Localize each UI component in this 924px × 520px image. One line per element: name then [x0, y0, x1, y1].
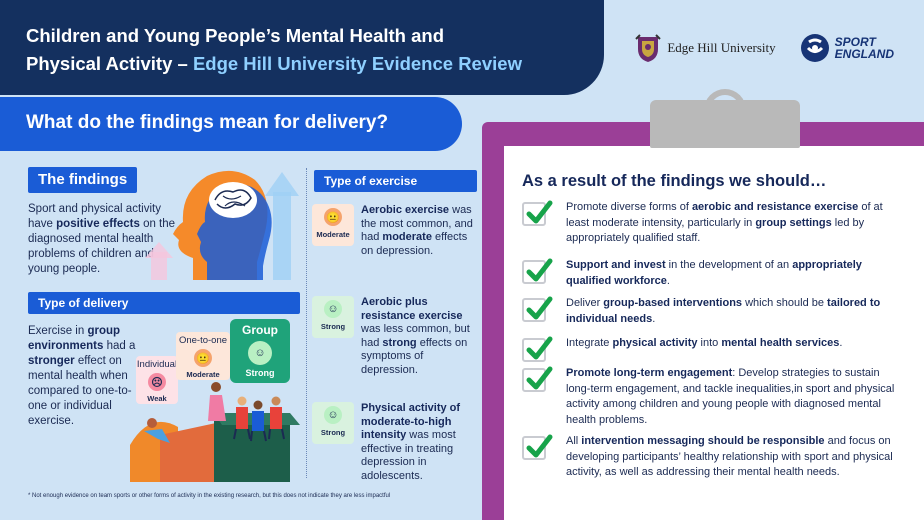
group-label: Group	[242, 323, 278, 337]
crest-icon	[635, 34, 662, 62]
findings-tag: The findings	[28, 167, 138, 193]
clipboard-clip	[650, 100, 800, 148]
one-to-one-label: One-to-one	[178, 335, 228, 346]
individual-label: Individual	[136, 359, 178, 370]
happy-face-icon: ☺	[248, 341, 272, 365]
head-brain-illustration	[145, 170, 299, 280]
edge-hill-name: Edge Hill University	[667, 40, 776, 55]
title-line-2: Physical Activity – Edge Hill University…	[26, 53, 522, 74]
moderate-badge: 😐 Moderate	[312, 204, 354, 246]
strong-badge: ☺ Strong	[312, 296, 354, 338]
delivery-heading: Type of delivery	[28, 292, 300, 314]
logos: Edge Hill University SPORT ENGLAND	[634, 30, 894, 66]
sport-england-name: SPORT ENGLAND	[834, 35, 894, 61]
group-card: Group ☺ Strong	[230, 319, 290, 383]
recommendation-text: Promote long-term engagement: Develop st…	[566, 367, 895, 426]
checkmark-icon	[522, 258, 553, 284]
neutral-face-icon: 😐	[194, 349, 212, 367]
results-title: As a result of the findings we should…	[522, 172, 827, 190]
title-line-1: Children and Young People’s Mental Healt…	[26, 25, 445, 46]
sad-face-icon: ☹	[148, 373, 166, 391]
checkmark-icon	[522, 366, 553, 392]
happy-face-icon: ☺	[324, 300, 342, 318]
question-text: What do the findings mean for delivery?	[26, 112, 389, 133]
group-level: Strong	[245, 368, 275, 378]
checkmark-icon	[522, 434, 553, 460]
sport-england-logo: SPORT ENGLAND	[800, 33, 894, 63]
title-banner: Children and Young People’s Mental Healt…	[0, 0, 604, 95]
checkmark-icon	[522, 296, 553, 322]
delivery-text: Exercise in group environments had a str…	[28, 325, 136, 427]
question-banner: What do the findings mean for delivery?	[0, 97, 462, 151]
one-to-one-card: One-to-one 😐 Moderate	[176, 332, 230, 380]
happy-face-icon: ☺	[324, 406, 342, 424]
individual-level: Weak	[147, 394, 167, 403]
checkmark-icon	[522, 200, 553, 226]
exercise-text: Aerobic plus resistance exercise was les…	[361, 296, 470, 376]
checkmark-icon	[522, 336, 553, 362]
edge-hill-logo: Edge Hill University	[634, 33, 776, 63]
footnote: * Not enough evidence on team sports or …	[28, 493, 391, 499]
individual-card: Individual ☹ Weak	[136, 356, 178, 404]
recommendation-text: Promote diverse forms of aerobic and res…	[566, 201, 883, 244]
sport-england-icon	[800, 34, 829, 62]
recommendation-text: Integrate physical activity into mental …	[566, 337, 843, 349]
clipboard-paper	[504, 146, 924, 520]
recommendation-text: Support and invest in the development of…	[566, 259, 862, 287]
neutral-face-icon: 😐	[324, 208, 342, 226]
one-to-one-level: Moderate	[186, 370, 220, 379]
strong-badge: ☺ Strong	[312, 402, 354, 444]
exercise-text: Aerobic exercise was the most common, an…	[361, 204, 473, 257]
podium-illustration	[130, 382, 300, 482]
recommendation-text: Deliver group-based interventions which …	[566, 297, 881, 325]
recommendation-text: All intervention messaging should be res…	[566, 435, 893, 478]
exercise-heading: Type of exercise	[314, 170, 477, 192]
exercise-text: Physical activity of moderate-to-high in…	[361, 402, 461, 482]
column-divider	[306, 168, 307, 478]
findings-text: Sport and physical activity have positiv…	[28, 203, 176, 275]
